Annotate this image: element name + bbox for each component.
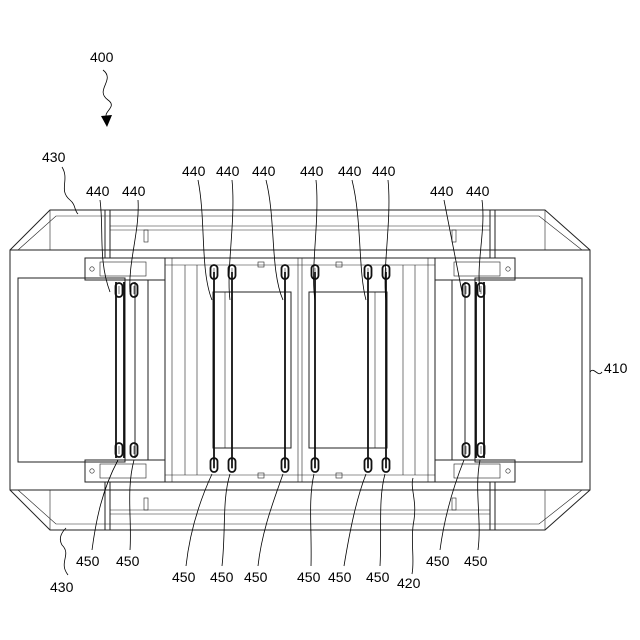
label-440-7: 440 <box>338 163 362 179</box>
reference-410: 410 <box>590 360 628 376</box>
label-450-9: 450 <box>426 553 450 569</box>
label-440-2: 440 <box>122 183 146 199</box>
label-450-3: 450 <box>172 569 196 585</box>
reference-440: 440 440 440 440 440 440 440 440 440 440 <box>86 163 490 300</box>
label-440-9: 440 <box>430 183 454 199</box>
reference-420: 420 <box>397 478 421 591</box>
label-440-10: 440 <box>466 183 490 199</box>
label-440-1: 440 <box>86 183 110 199</box>
side-plates <box>85 258 515 482</box>
housing-410 <box>10 250 590 490</box>
label-450-7: 450 <box>328 569 352 585</box>
frame-430-top <box>10 210 590 258</box>
label-440-3: 440 <box>182 163 206 179</box>
label-430-top: 430 <box>42 149 66 165</box>
central-frame-420 <box>165 258 435 482</box>
label-450-5: 450 <box>244 569 268 585</box>
label-440-5: 440 <box>252 163 276 179</box>
label-440-6: 440 <box>300 163 324 179</box>
reference-400: 400 <box>90 49 114 127</box>
label-420: 420 <box>397 575 421 591</box>
label-400: 400 <box>90 49 114 65</box>
label-410: 410 <box>604 360 628 376</box>
label-450-10: 450 <box>464 553 488 569</box>
label-440-4: 440 <box>216 163 240 179</box>
label-450-8: 450 <box>366 569 390 585</box>
label-450-1: 450 <box>76 553 100 569</box>
label-450-4: 450 <box>210 569 234 585</box>
fasteners-450 <box>116 265 485 472</box>
label-440-8: 440 <box>372 163 396 179</box>
label-450-6: 450 <box>297 569 321 585</box>
filter-blades-440 <box>116 272 484 468</box>
label-450-2: 450 <box>116 553 140 569</box>
label-430-bottom: 430 <box>50 579 74 595</box>
reference-450: 450 450 450 450 450 450 450 450 450 450 <box>76 460 488 585</box>
frame-430-bottom <box>10 482 590 530</box>
